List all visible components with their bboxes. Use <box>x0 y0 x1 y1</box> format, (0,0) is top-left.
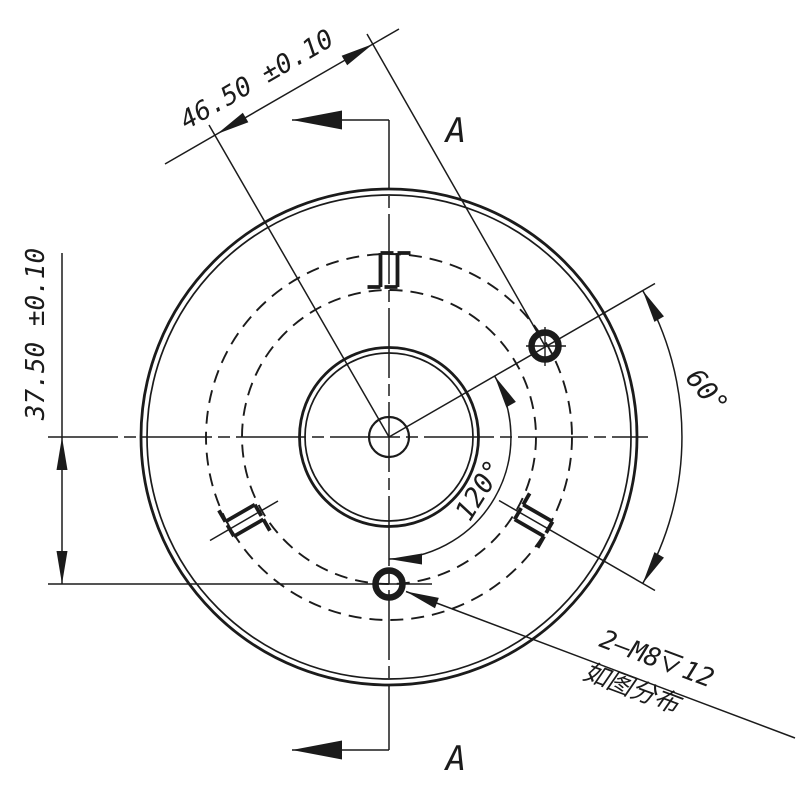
leader-arrow <box>406 591 439 609</box>
upper-hole-center-mark <box>526 327 566 366</box>
thread-callout-leader-line <box>405 590 796 739</box>
tick-radial-line-lower-left <box>209 500 279 542</box>
tick-mark-top <box>367 251 411 289</box>
dim46-extension-from-center <box>208 124 390 438</box>
thread-callout: 2—M8 12 如图分布 <box>580 624 718 720</box>
tick-mark-lower-right <box>513 492 555 549</box>
outer-diameter-inner-line <box>146 194 632 680</box>
dim-angle-60-text: 60° <box>679 363 734 420</box>
dim120-arrow-top <box>494 376 516 408</box>
bore-circle <box>298 346 480 528</box>
dimension-arrows <box>56 44 664 760</box>
bolt-circle-tick-marks <box>217 251 555 549</box>
dim37-arrow-down <box>56 551 68 584</box>
dim60-arrow-top <box>642 290 664 322</box>
center-hole-circle <box>367 415 411 459</box>
depth-symbol-icon <box>663 649 684 673</box>
section-arrow-top <box>292 110 342 130</box>
bore-circle-inner-line <box>304 352 474 522</box>
dim46-arrow-lower <box>217 112 249 134</box>
section-label-top: A <box>444 111 466 151</box>
dim120-arrow-bottom <box>389 553 422 565</box>
dim120-arc <box>388 375 512 560</box>
bolt-circle-37-dashed <box>241 289 537 585</box>
dim-angle-120-text: 120° <box>449 455 510 527</box>
tick-mark-lower-left <box>217 502 272 539</box>
outer-diameter-circle <box>139 187 639 687</box>
dim46-arrow-upper <box>341 44 373 66</box>
dim60-arrow-bottom <box>642 552 664 584</box>
dim46-extension-from-hole <box>366 33 546 347</box>
radial-line-minus30deg <box>498 499 656 592</box>
tapped-hole-bottom <box>372 567 406 601</box>
dim-bolt-circle-lower-text: 37.50 ±0.10 <box>21 248 51 421</box>
radial-line-30deg <box>388 282 656 438</box>
dim37-arrow-up <box>56 437 68 470</box>
thread-depth-text: 12 <box>678 655 718 694</box>
dim60-arc <box>642 290 683 584</box>
section-arrow-bottom <box>292 740 342 760</box>
section-label-bottom: A <box>444 739 466 779</box>
